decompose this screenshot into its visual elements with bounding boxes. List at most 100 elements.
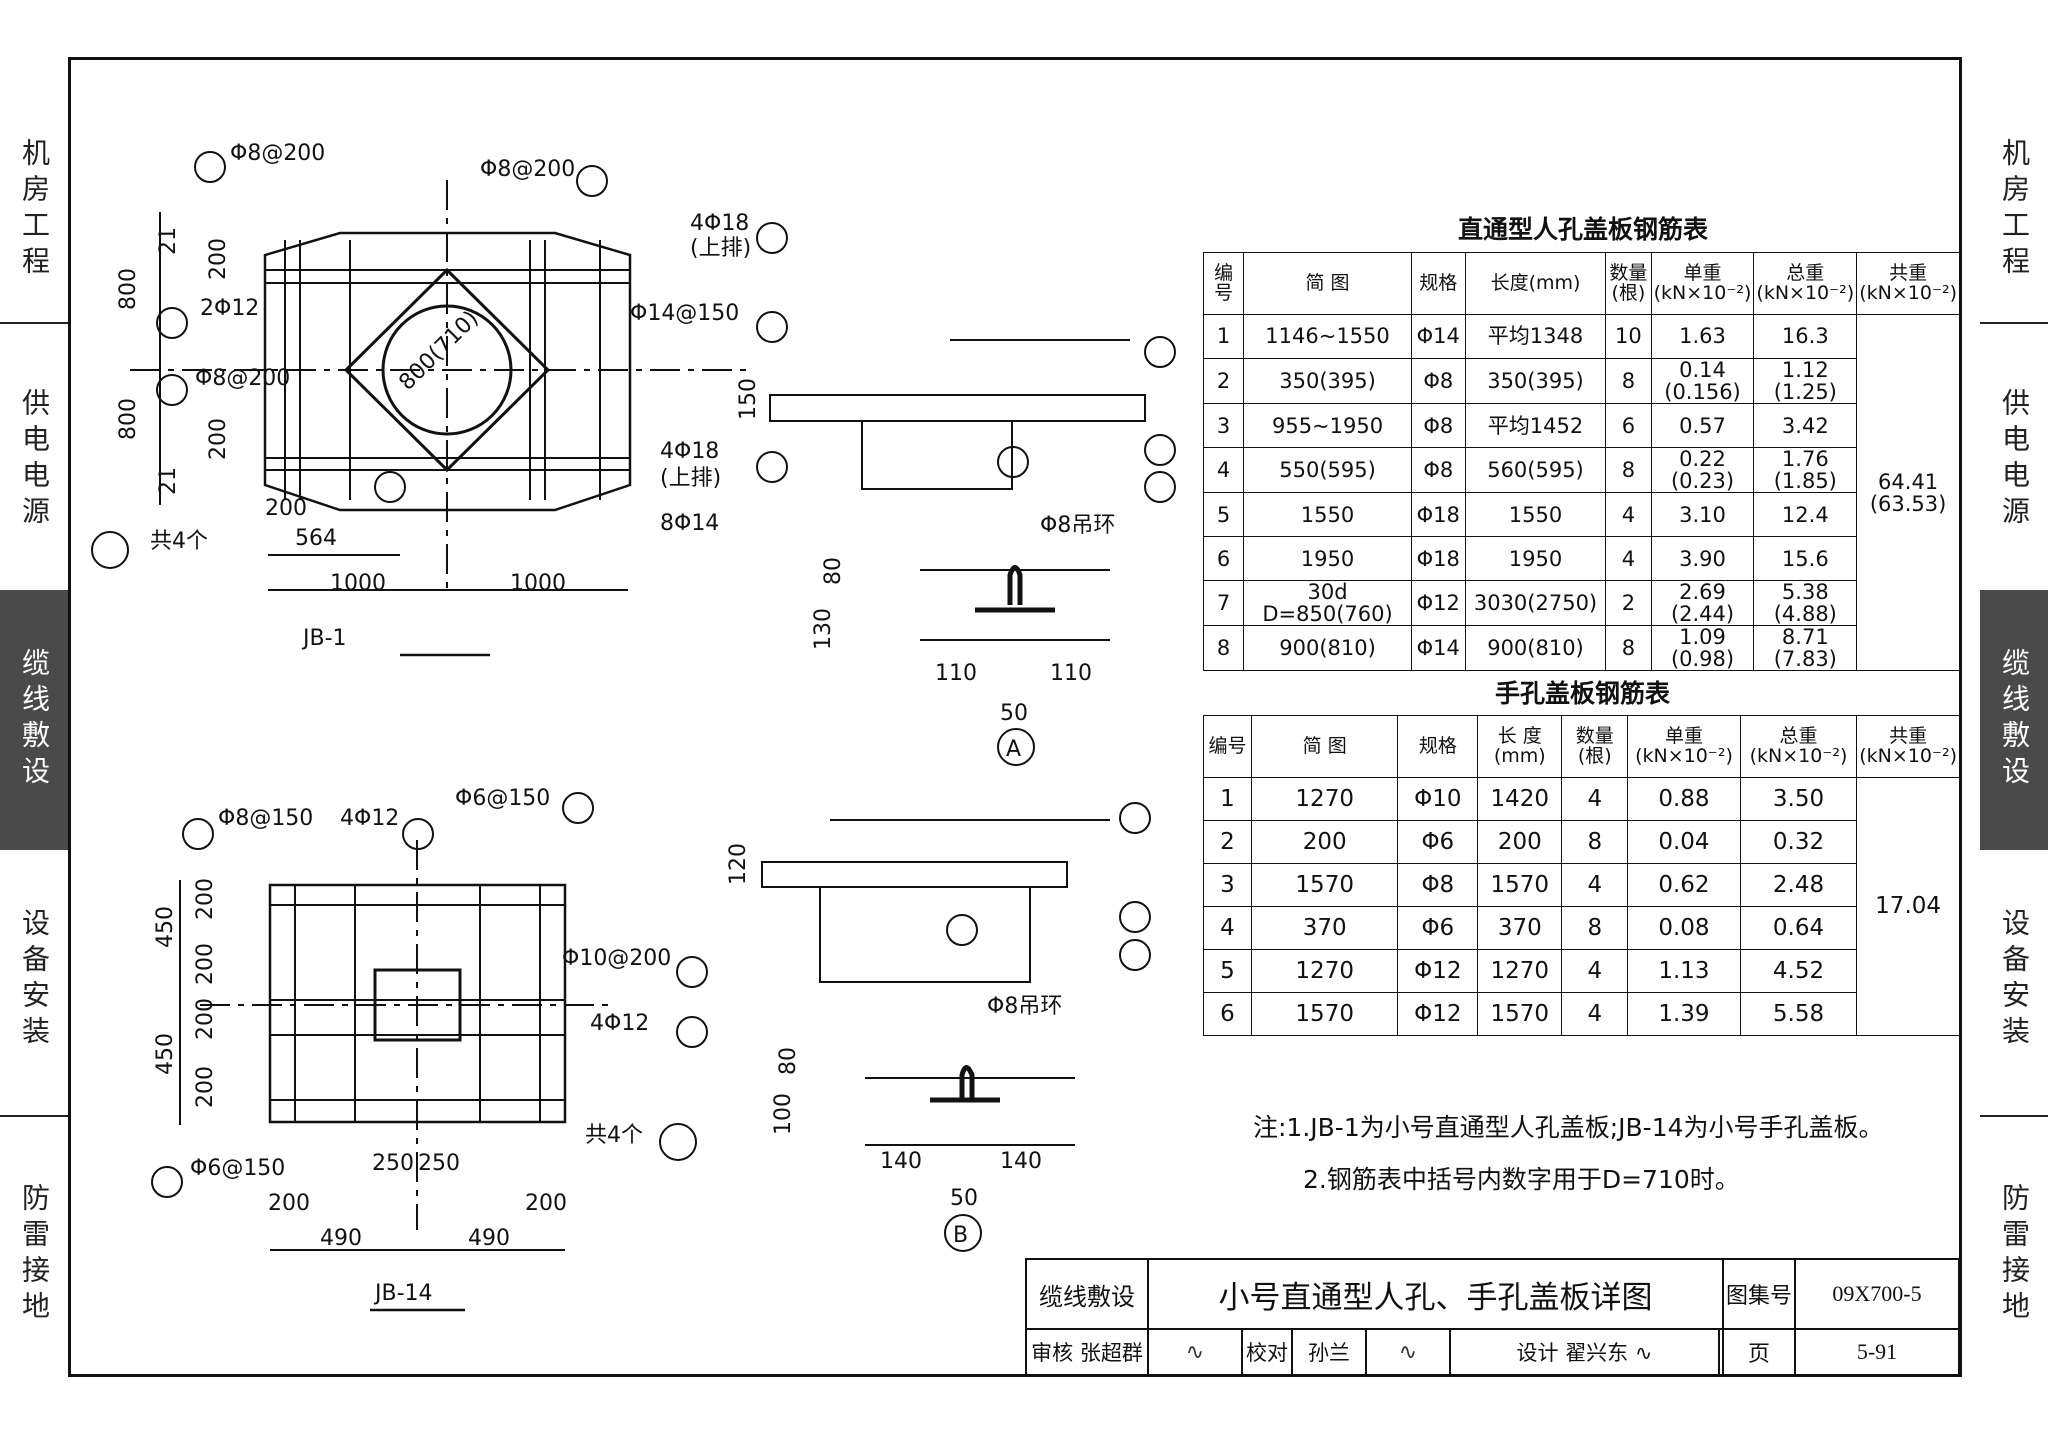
jb1-callout: Φ8@200	[480, 157, 575, 182]
cell: Φ8	[1397, 863, 1479, 907]
cell: 900(810)	[1464, 625, 1607, 672]
divider	[0, 1115, 68, 1117]
table2-header: 简 图	[1250, 715, 1399, 778]
dim: 80	[776, 1047, 801, 1075]
dim: 200	[268, 1191, 310, 1216]
dim: 200	[193, 998, 218, 1040]
cell: 8	[1605, 625, 1652, 672]
cell: 0.22 (0.23)	[1650, 447, 1755, 494]
dim: 564	[295, 526, 337, 551]
cell: 7	[1202, 580, 1245, 627]
cell: 30d D=850(760)	[1243, 580, 1412, 627]
dim: 21	[156, 467, 181, 495]
table2: 编号 简 图 规格 长 度(mm) 数量(根) 单重(kN×10⁻²) 总重(k…	[1203, 715, 1960, 1036]
dim: 450	[153, 1033, 178, 1075]
jb1-callout: (上排)	[690, 236, 751, 261]
table1-header: 单重(kN×10⁻²)	[1650, 252, 1755, 315]
dim: 50	[1000, 701, 1028, 726]
title-block: 缆线敷设 小号直通型人孔、手孔盖板详图 图集号 09X700-5 审核 张超群 …	[1025, 1258, 1960, 1376]
cell: Φ12	[1410, 580, 1466, 627]
cell: 6	[1203, 992, 1252, 1036]
table2-header: 长 度(mm)	[1477, 715, 1563, 778]
cell: 1.76 (1.85)	[1753, 447, 1858, 494]
side-tab-1: 供电电源	[18, 388, 51, 532]
cell: 0.57	[1650, 403, 1755, 449]
cell: 6	[1202, 536, 1245, 582]
dim: 450	[153, 906, 178, 948]
cell: 1.12 (1.25)	[1753, 357, 1858, 405]
table2-header: 共重(kN×10⁻²)	[1856, 715, 1960, 778]
atlas-number: 09X700-5	[1794, 1258, 1960, 1330]
cell: 0.14 (0.156)	[1650, 357, 1755, 405]
cell: Φ10	[1397, 777, 1479, 821]
cell: 0.62	[1627, 863, 1741, 907]
jb14-label: JB-14	[373, 1281, 433, 1306]
jb14-callout: Φ10@200	[562, 946, 671, 971]
table1-title: 直通型人孔盖板钢筋表	[1458, 215, 1709, 244]
jb14-callout: 4Φ12	[340, 806, 399, 831]
table2-header: 数量(根)	[1561, 715, 1629, 778]
cell: 6	[1605, 403, 1652, 449]
table1-header: 编号	[1202, 252, 1245, 315]
cell: 350(395)	[1243, 357, 1412, 405]
page-label: 页	[1722, 1328, 1796, 1376]
cell: Φ18	[1410, 492, 1466, 538]
atlas-label: 图集号	[1722, 1258, 1796, 1330]
side-tab-3: 设备安装	[18, 908, 51, 1052]
cell: 8	[1561, 820, 1629, 864]
design-label: 设计	[1516, 1341, 1559, 1365]
jb1-slab	[263, 231, 632, 512]
side-tab-2-active: 缆线敷设	[1980, 590, 2048, 850]
jb1-callout: 共4个	[150, 529, 208, 554]
table1-header: 共重(kN×10⁻²)	[1856, 252, 1960, 315]
section-b-slab	[761, 861, 1068, 888]
dim: 21	[156, 227, 181, 255]
cell: 0.64	[1739, 906, 1858, 950]
cell: 370	[1250, 906, 1399, 950]
cell: 3.50	[1739, 777, 1858, 821]
left-side-tabs: 机房工程 供电电源 缆线敷设 设备安装 防雷接地	[0, 0, 68, 1435]
side-tab-0: 机房工程	[18, 138, 51, 282]
cell: 1570	[1477, 863, 1563, 907]
cell: 2	[1203, 820, 1252, 864]
cell: 1550	[1464, 492, 1607, 538]
dim: 200	[193, 878, 218, 920]
cell: 1.39	[1627, 992, 1741, 1036]
cell: 1	[1203, 777, 1252, 821]
side-tab-3: 设备安装	[1998, 908, 2031, 1052]
cell: Φ8	[1410, 447, 1466, 494]
cell: 1270	[1477, 949, 1563, 993]
cell: 4	[1202, 447, 1245, 494]
cell: 15.6	[1753, 536, 1858, 582]
dim: 140	[1000, 1149, 1042, 1174]
cell: 1570	[1250, 863, 1399, 907]
check-label: 校对	[1241, 1328, 1293, 1376]
note-1: 注:1.JB-1为小号直通型人孔盖板;JB-14为小号手孔盖板。	[1253, 1113, 1884, 1142]
side-tab-2-active: 缆线敷设	[0, 590, 68, 850]
cell: 1.13	[1627, 949, 1741, 993]
dim: 800	[116, 268, 141, 310]
designer: 翟兴东	[1565, 1341, 1629, 1365]
cell: 370	[1477, 906, 1563, 950]
jb1-label: JB-1	[301, 626, 347, 651]
review-cell: 审核 张超群	[1025, 1328, 1149, 1376]
side-tab-4: 防雷接地	[1998, 1183, 2031, 1327]
jb14-callout: Φ6@150	[190, 1156, 285, 1181]
cell: Φ6	[1397, 906, 1479, 950]
cell: 3	[1203, 863, 1252, 907]
cell: 0.08	[1627, 906, 1741, 950]
dim: 130	[811, 608, 836, 650]
cell: 3	[1202, 403, 1245, 449]
signature-checker: ∿	[1365, 1328, 1451, 1376]
page-number: 5-91	[1794, 1328, 1960, 1376]
dim: 800	[116, 398, 141, 440]
table1-header: 总重(kN×10⁻²)	[1753, 252, 1858, 315]
cell: 2	[1605, 580, 1652, 627]
cell: 3.10	[1650, 492, 1755, 538]
dim: 110	[1050, 661, 1092, 686]
cell: 4	[1561, 777, 1629, 821]
table1-header: 简 图	[1243, 252, 1412, 315]
jb1-callout: 2Φ12	[200, 296, 259, 321]
dim: 1000	[510, 571, 566, 596]
